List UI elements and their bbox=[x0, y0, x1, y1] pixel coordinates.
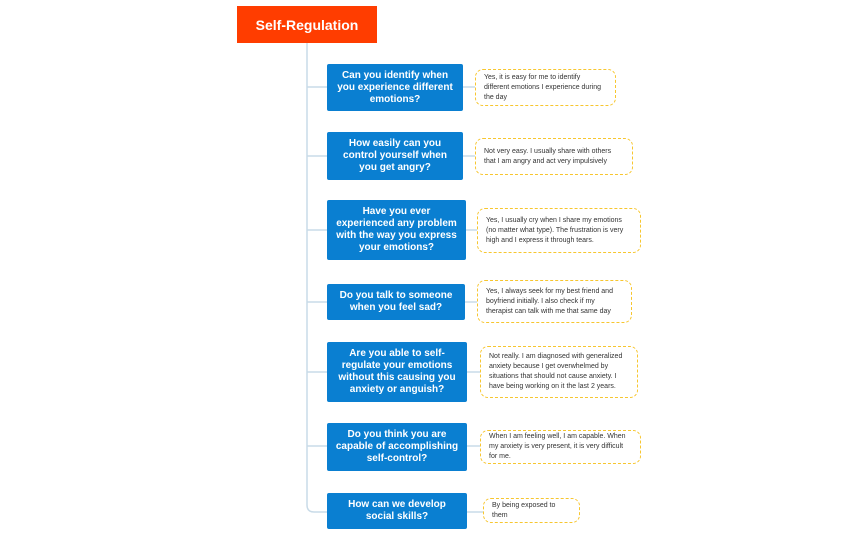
answer-node-6[interactable]: When I am feeling well, I am capable. Wh… bbox=[480, 430, 641, 464]
question-node-2[interactable]: How easily can you control yourself when… bbox=[327, 132, 463, 180]
root-topic[interactable]: Self-Regulation bbox=[237, 6, 377, 43]
trunk-line bbox=[306, 43, 327, 513]
answer-node-7[interactable]: By being exposed to them bbox=[483, 498, 580, 523]
question-node-6[interactable]: Do you think you are capable of accompli… bbox=[327, 423, 467, 471]
question-node-3[interactable]: Have you ever experienced any problem wi… bbox=[327, 200, 466, 260]
question-node-5[interactable]: Are you able to self-regulate your emoti… bbox=[327, 342, 467, 402]
answer-node-4[interactable]: Yes, I always seek for my best friend an… bbox=[477, 280, 632, 323]
question-node-7[interactable]: How can we develop social skills? bbox=[327, 493, 467, 529]
answer-node-5[interactable]: Not really. I am diagnosed with generali… bbox=[480, 346, 638, 398]
question-node-1[interactable]: Can you identify when you experience dif… bbox=[327, 64, 463, 111]
question-node-4[interactable]: Do you talk to someone when you feel sad… bbox=[327, 284, 465, 320]
answer-node-2[interactable]: Not very easy. I usually share with othe… bbox=[475, 138, 633, 175]
answer-node-1[interactable]: Yes, it is easy for me to identify diffe… bbox=[475, 69, 616, 106]
answer-node-3[interactable]: Yes, I usually cry when I share my emoti… bbox=[477, 208, 641, 253]
